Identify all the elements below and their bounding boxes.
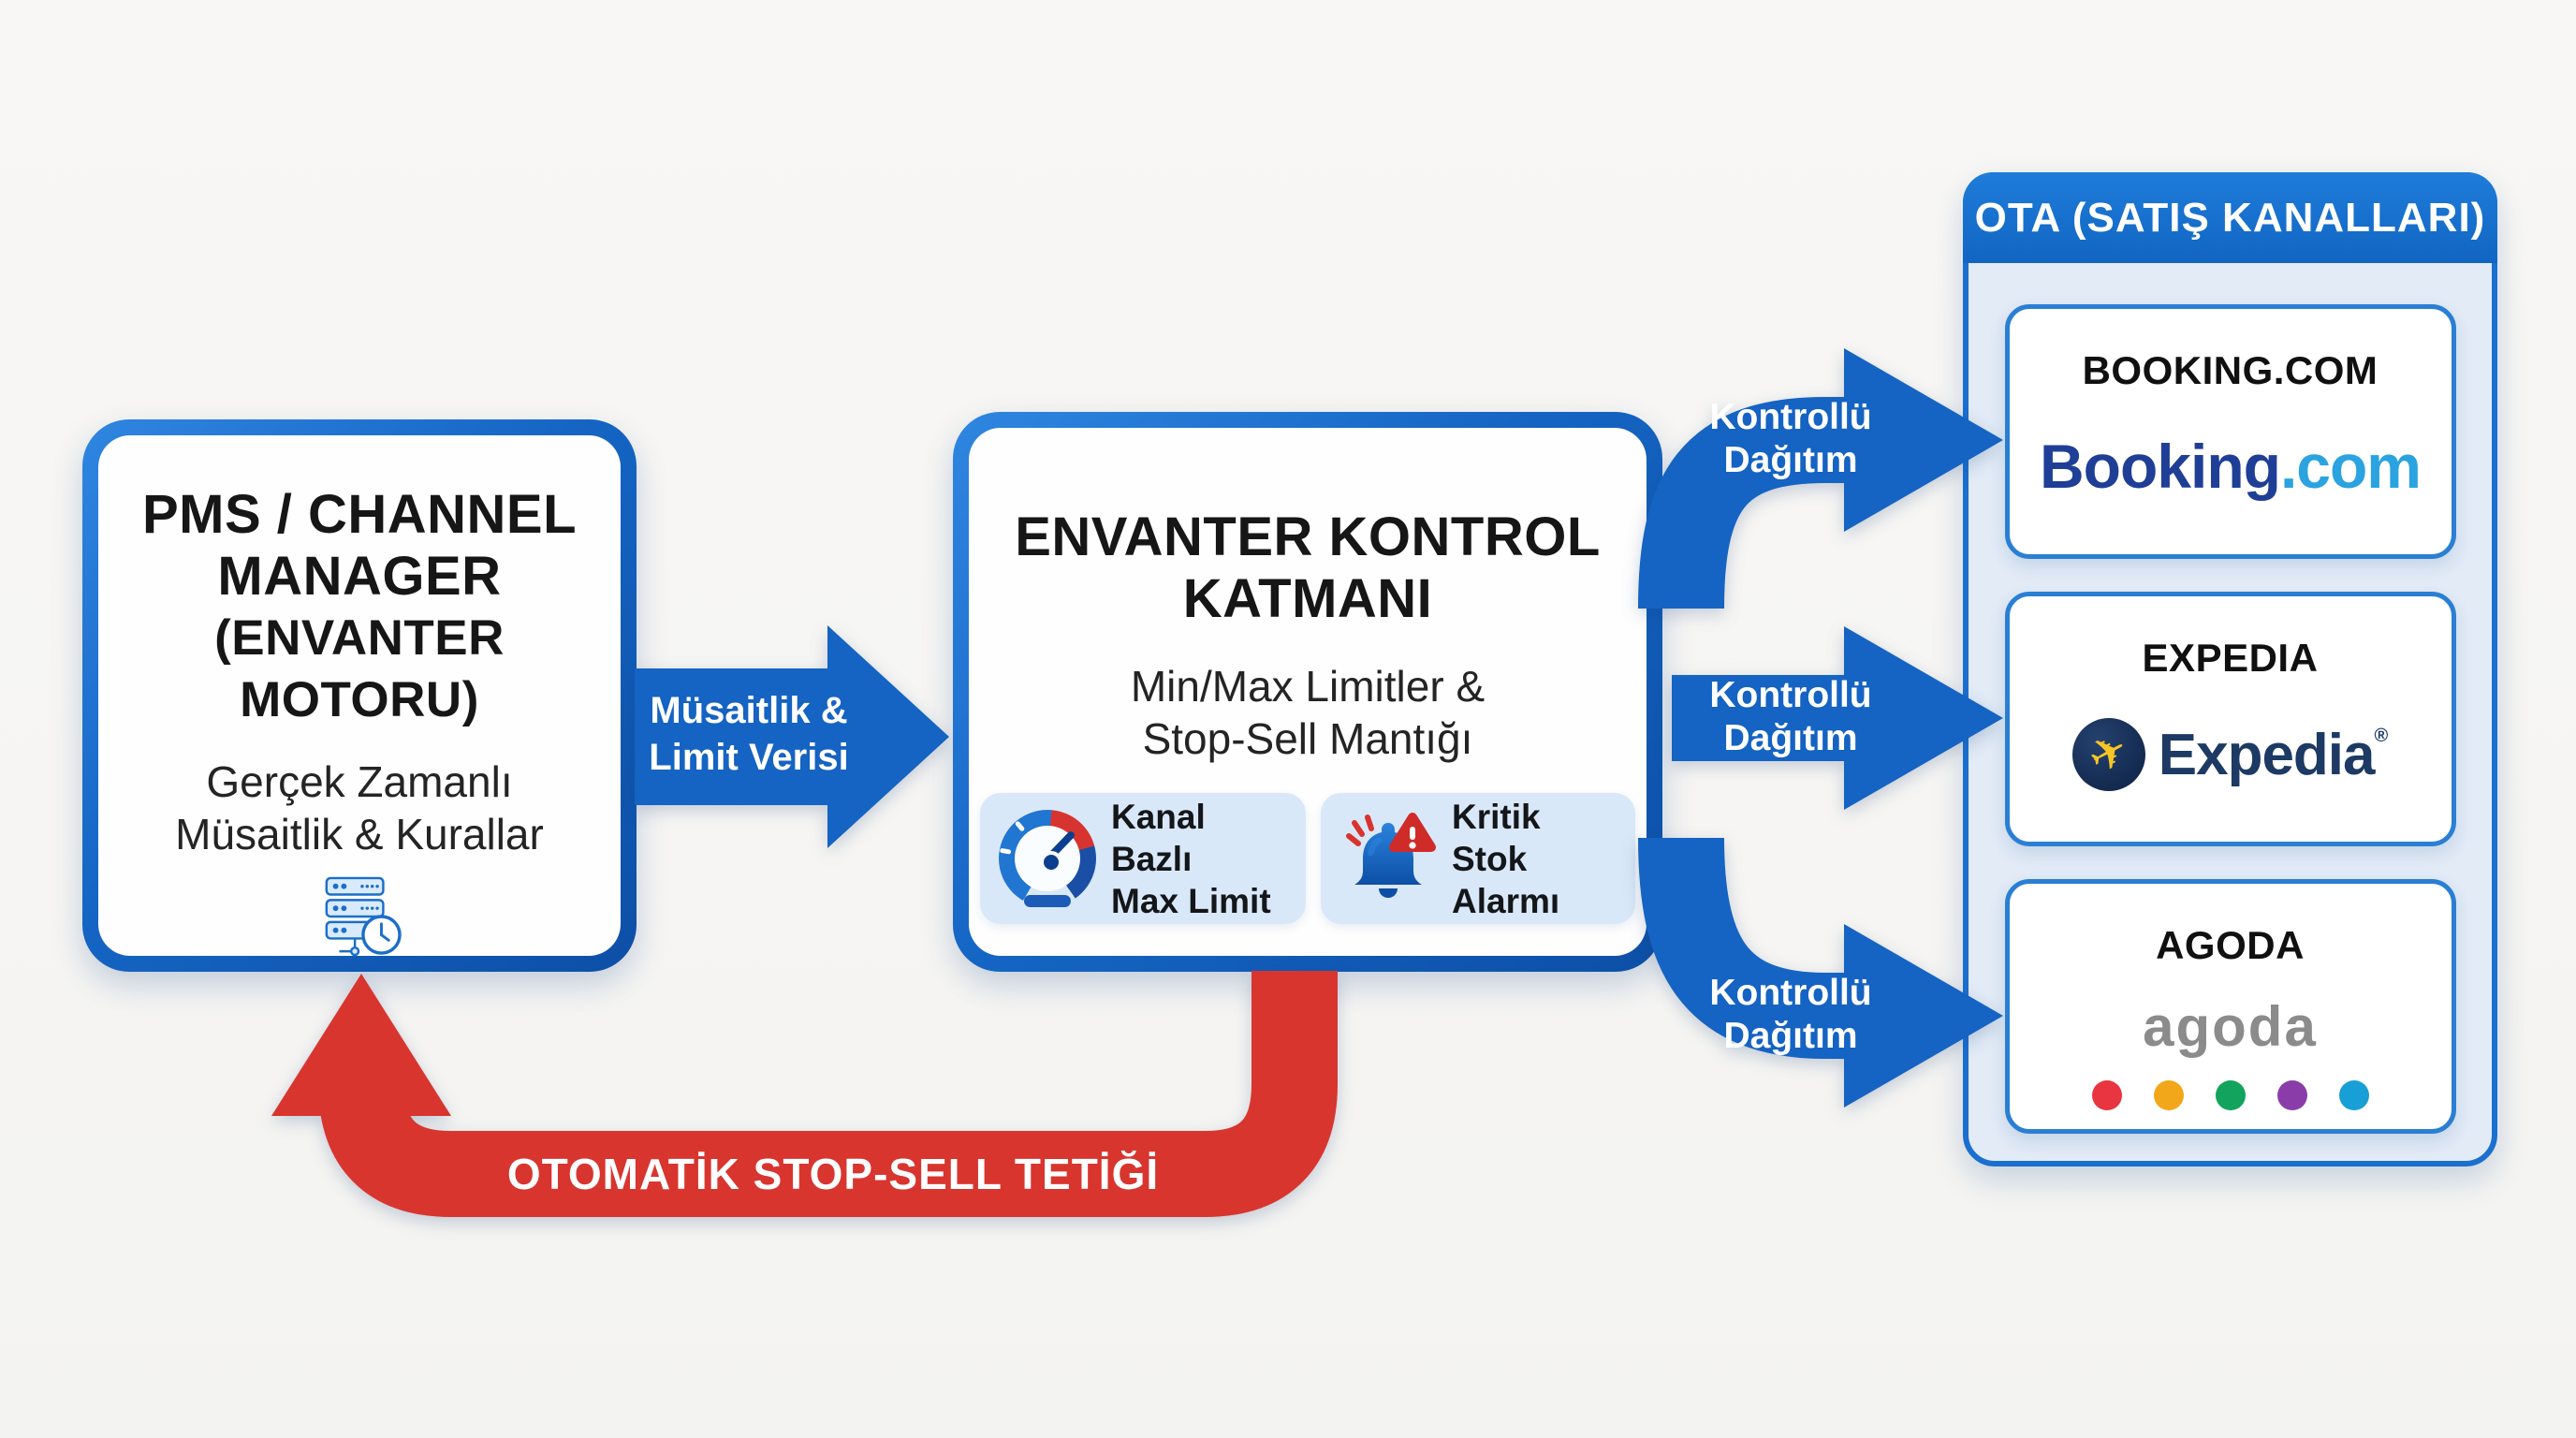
expedia-logo-word: Expedia: [2158, 722, 2376, 787]
feature-label-critical-stock: Kritik Stok Alarmı: [1452, 797, 1560, 920]
controlled-distribution-arrow-middle: Kontrollü Dağıtım: [1672, 626, 2003, 810]
feature-row: Kanal Bazlı Max Limit: [969, 793, 1647, 924]
availability-arrow: Müsaitlik & Limit Verisi: [635, 625, 949, 848]
stop-sell-arrow: OTOMATİK STOP-SELL TETİĞİ: [271, 971, 1338, 1217]
feature-card-critical-stock: Kritik Stok Alarmı: [1321, 793, 1635, 924]
inventory-control-layer-box: ENVANTER KONTROL KATMANI Min/Max Limitle…: [953, 412, 1662, 972]
controlled-top-label-line1: Kontrollü: [1709, 397, 1871, 437]
controlled-bottom-label-line1: Kontrollü: [1709, 973, 1871, 1013]
pms-title-line1: PMS / CHANNEL: [141, 484, 578, 545]
controlled-top-label-line2: Dağıtım: [1723, 440, 1857, 480]
availability-arrow-label-line2: Limit Verisi: [649, 737, 848, 778]
agoda-card-title: AGODA: [2156, 923, 2305, 967]
pms-channel-manager-box: PMS / CHANNEL MANAGER (ENVANTER MOTORU) …: [82, 419, 637, 972]
pms-subtitle-line1: Gerçek Zamanlı: [206, 757, 513, 806]
agoda-logo: agoda: [2086, 994, 2376, 1111]
ota-card-list: BOOKING.COM Booking.com EXPEDIA ✈ Expedi…: [1969, 263, 2492, 1161]
pms-box-content: PMS / CHANNEL MANAGER (ENVANTER MOTORU) …: [98, 435, 621, 956]
availability-arrow-label-line1: Müsaitlik &: [650, 690, 847, 731]
expedia-registered-mark: ®: [2374, 725, 2389, 746]
agoda-logo-word: agoda: [2143, 995, 2318, 1058]
ota-card-agoda: AGODA agoda: [2004, 879, 2456, 1134]
gauge-icon: [999, 810, 1096, 907]
control-subtitle-line1: Min/Max Limitler &: [1130, 662, 1486, 711]
controlled-middle-label-line2: Dağıtım: [1723, 718, 1857, 758]
controlled-bottom-label-line2: Dağıtım: [1723, 1016, 1857, 1056]
pms-subtitle-line2: Müsaitlik & Kurallar: [175, 810, 544, 858]
controlled-distribution-arrow-top: Kontrollü Dağıtım: [1638, 348, 2003, 609]
controlled-distribution-arrow-bottom: Kontrollü Dağıtım: [1638, 837, 2003, 1108]
expedia-logo: ✈ Expedia ®: [2071, 718, 2389, 791]
booking-card-title: BOOKING.COM: [2082, 348, 2378, 392]
agoda-brand-dots: [2091, 1080, 2369, 1110]
booking-logo-word: Booking: [2039, 432, 2281, 501]
pms-title-line2: MANAGER: [217, 546, 502, 607]
feature-card-max-limit: Kanal Bazlı Max Limit: [980, 793, 1306, 924]
control-box-content: ENVANTER KONTROL KATMANI Min/Max Limitle…: [969, 428, 1647, 956]
ota-card-expedia: EXPEDIA ✈ Expedia ®: [2004, 592, 2456, 846]
expedia-plane-icon: ✈: [2071, 718, 2145, 791]
stop-sell-arrow-label: OTOMATİK STOP-SELL TETİĞİ: [507, 1150, 1159, 1198]
expedia-card-title: EXPEDIA: [2142, 636, 2319, 680]
booking-logo: Booking.com: [2039, 431, 2422, 502]
booking-logo-com: .com: [2279, 432, 2422, 501]
ota-card-booking: BOOKING.COM Booking.com: [2004, 304, 2456, 559]
control-title-line2: KATMANI: [1182, 568, 1433, 629]
control-subtitle-line2: Stop-Sell Mantığı: [1142, 714, 1473, 763]
control-title-line1: ENVANTER KONTROL: [1015, 506, 1601, 567]
pms-title-line3: (ENVANTER MOTORU): [214, 610, 505, 727]
ota-sales-channels-panel: OTA (SATIŞ KANALLARI) BOOKING.COM Bookin…: [1963, 172, 2497, 1167]
controlled-middle-label-line1: Kontrollü: [1709, 675, 1871, 715]
server-stack-clock-icon: [325, 876, 402, 956]
ota-panel-header: OTA (SATIŞ KANALLARI): [1963, 172, 2497, 263]
alarm-bell-icon: [1346, 813, 1436, 898]
feature-label-max-limit: Kanal Bazlı Max Limit: [1111, 797, 1271, 920]
